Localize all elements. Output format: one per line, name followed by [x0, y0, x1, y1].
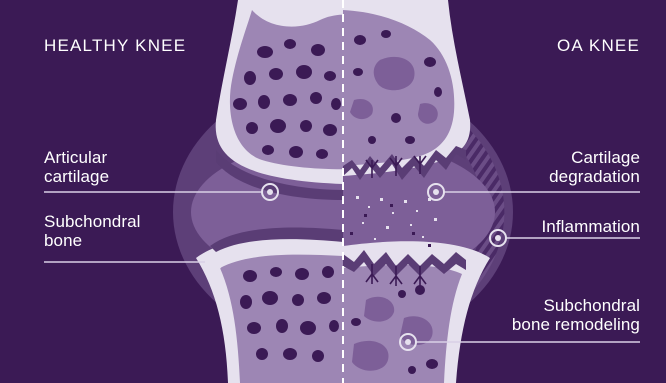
label-subchondral-bone-line2: bone: [44, 231, 141, 250]
label-subchondral-bone-remodeling-line2: bone remodeling: [512, 315, 640, 334]
label-cartilage-degradation: Cartilage degradation: [549, 148, 640, 186]
label-subchondral-bone-remodeling: Subchondral bone remodeling: [512, 296, 640, 334]
oa-knee-title: OA KNEE: [557, 36, 640, 56]
label-cartilage-degradation-line2: degradation: [549, 167, 640, 186]
label-inflammation: Inflammation: [541, 217, 640, 236]
label-articular-cartilage-line1: Articular: [44, 148, 109, 167]
label-articular-cartilage: Articular cartilage: [44, 148, 109, 186]
label-articular-cartilage-line2: cartilage: [44, 167, 109, 186]
label-subchondral-bone-line1: Subchondral: [44, 212, 141, 231]
label-subchondral-bone-remodeling-line1: Subchondral: [512, 296, 640, 315]
healthy-knee-title: HEALTHY KNEE: [44, 36, 186, 56]
label-cartilage-degradation-line1: Cartilage: [549, 148, 640, 167]
label-subchondral-bone: Subchondral bone: [44, 212, 141, 250]
